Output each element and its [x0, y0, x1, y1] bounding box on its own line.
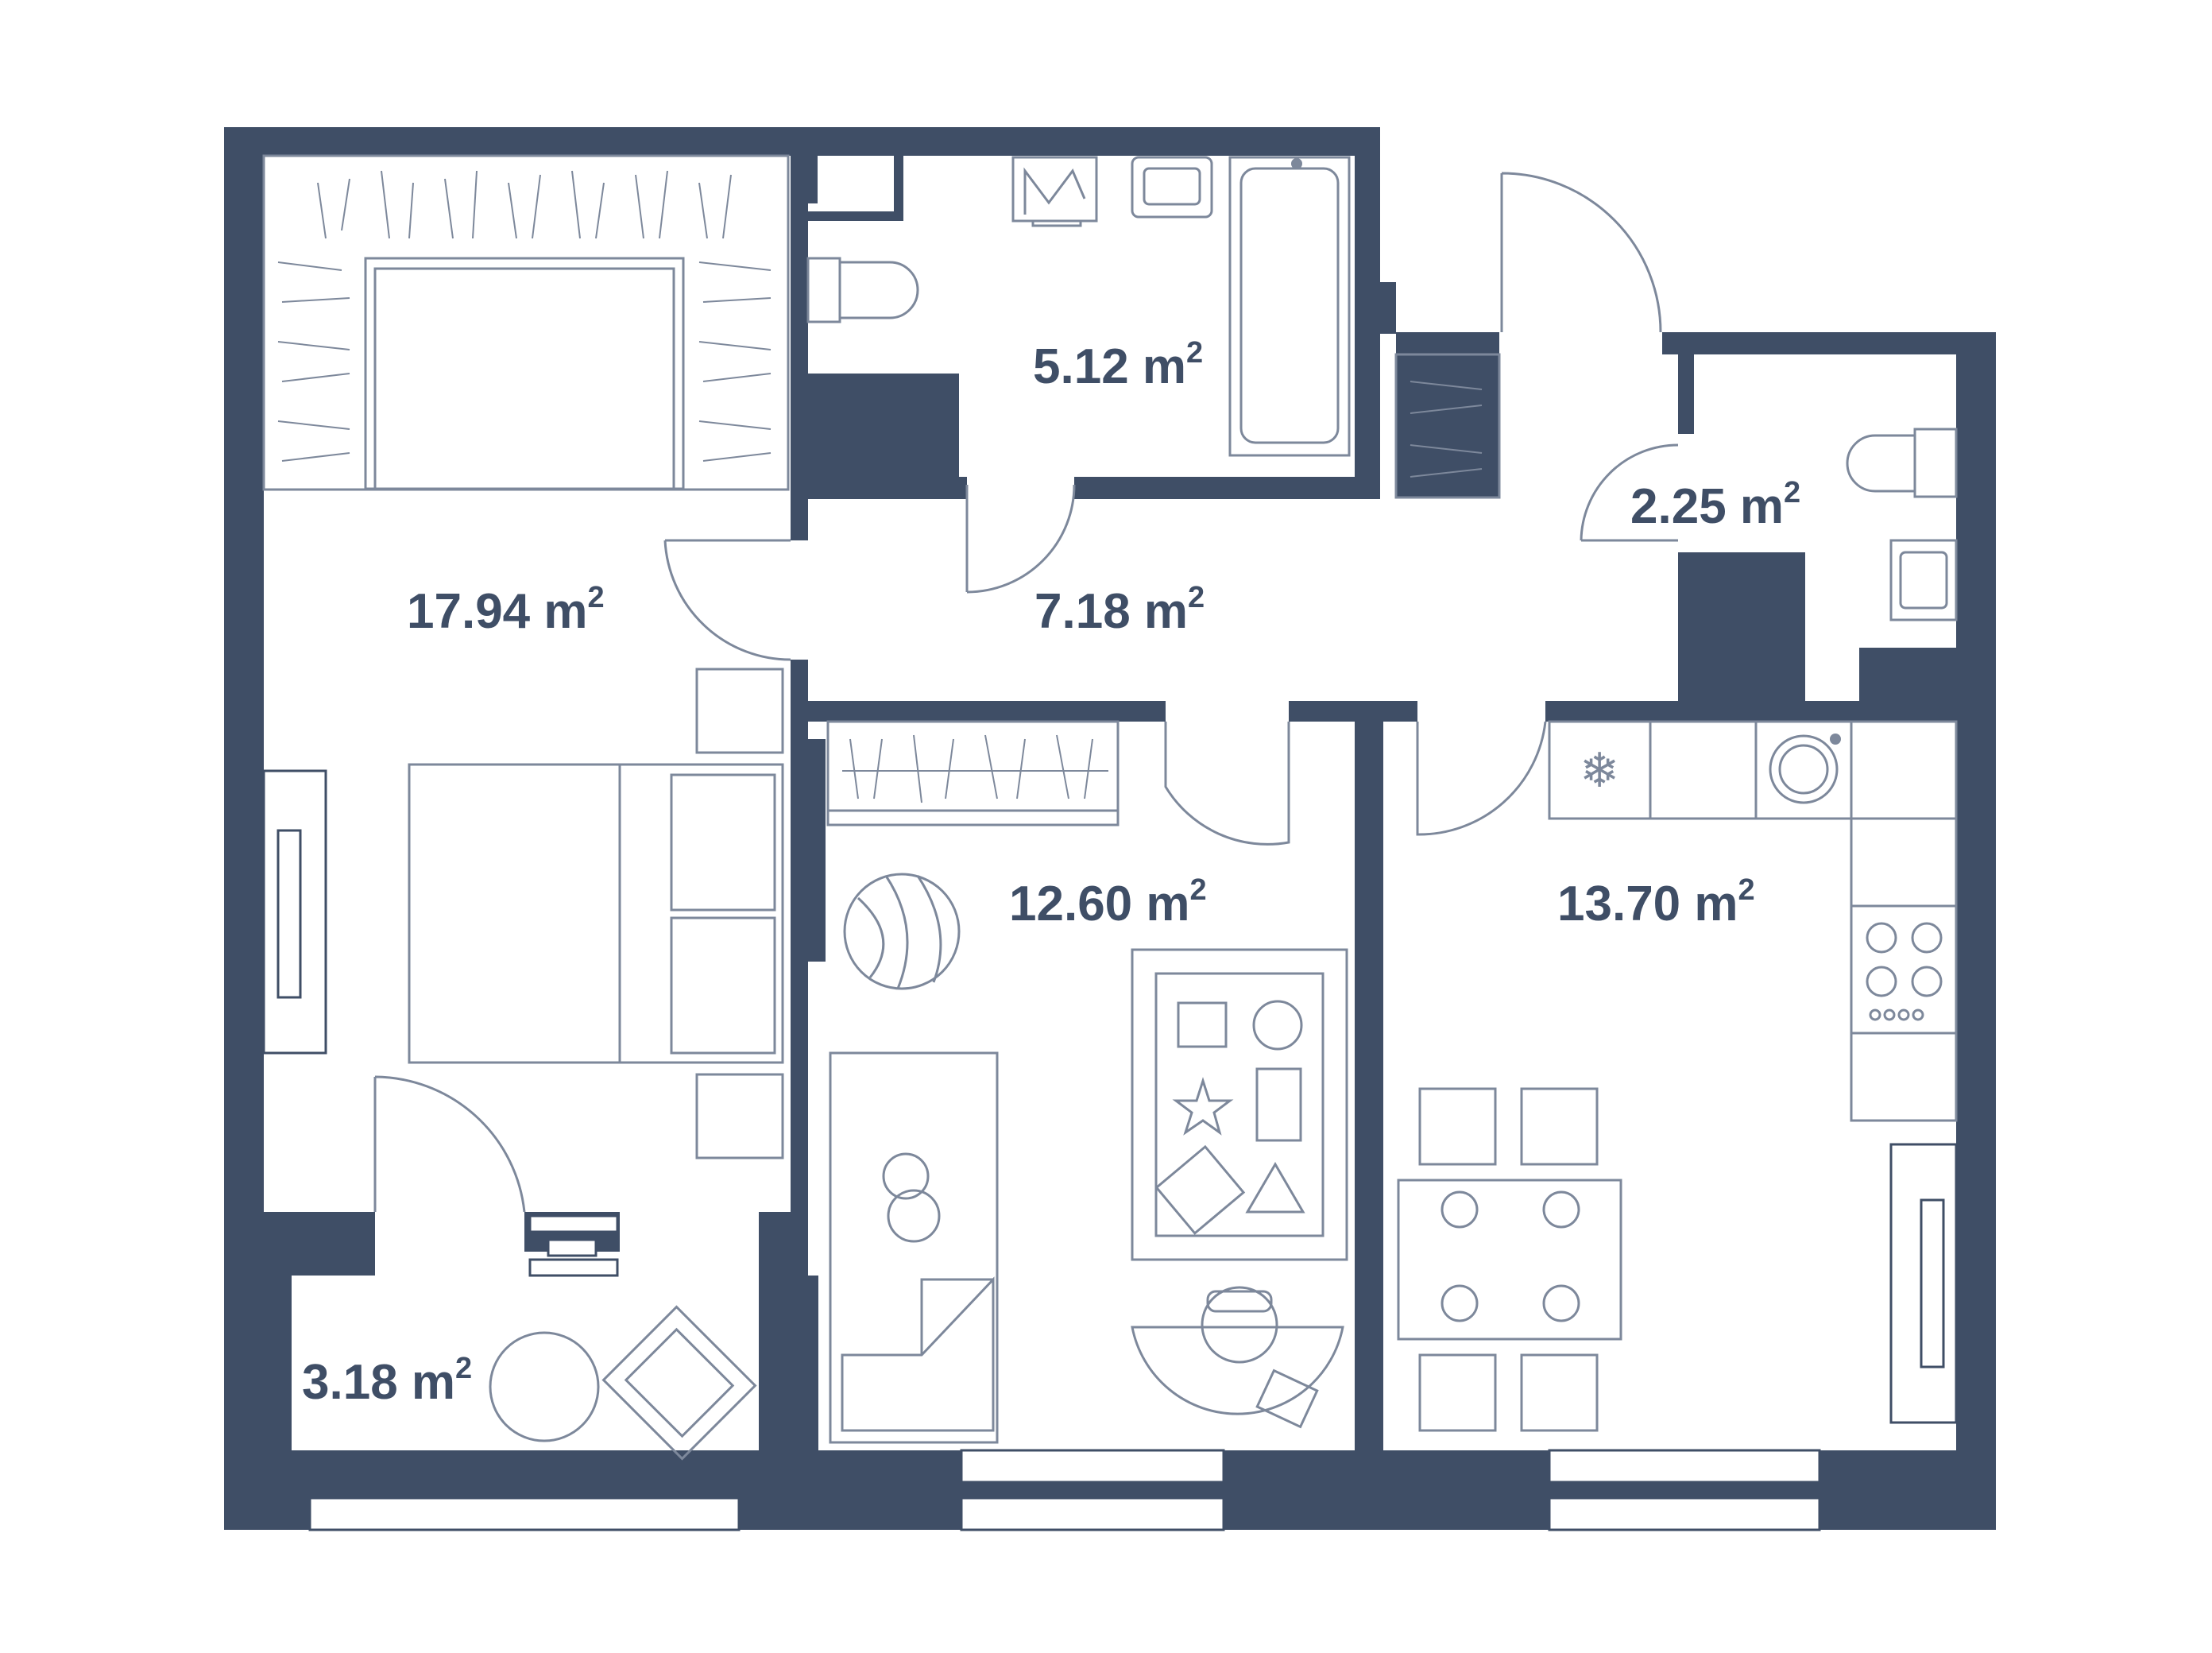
area-label-kitchen: 13.70 m2 — [1557, 873, 1755, 931]
area-label-bathroom: 5.12 m2 — [1033, 336, 1203, 394]
wardrobe-hatching — [277, 170, 771, 462]
windows — [262, 769, 1958, 1531]
area-labels: 17.94 m2 5.12 m2 7.18 m2 2.25 m2 12.60 m… — [302, 336, 1800, 1410]
svg-text:❄: ❄ — [1580, 743, 1619, 799]
area-label-bedroom: 17.94 m2 — [407, 581, 605, 639]
furniture: ❄ — [262, 154, 1958, 1461]
area-label-hallway: 7.18 m2 — [1034, 581, 1205, 639]
area-label-balcony: 3.18 m2 — [302, 1352, 472, 1410]
doors — [373, 172, 1679, 1213]
area-label-kids-room: 12.60 m2 — [1009, 873, 1207, 931]
area-label-toilet: 2.25 m2 — [1630, 476, 1800, 534]
